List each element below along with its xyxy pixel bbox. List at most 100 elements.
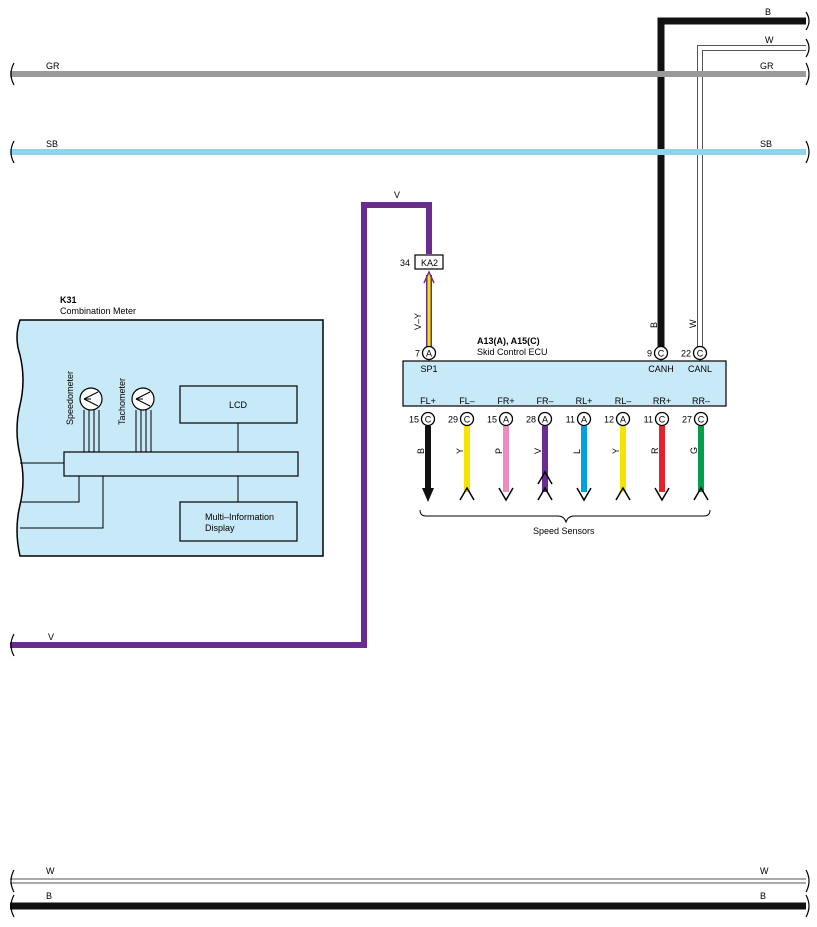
pin-connector: C xyxy=(659,415,666,425)
wire-label-v-top: V xyxy=(394,190,400,200)
pin-circle xyxy=(692,345,708,361)
sensor-wire-color-label: L xyxy=(572,449,582,454)
mid-box xyxy=(179,501,298,542)
wire-label-v-bottom: V xyxy=(48,632,54,642)
tachometer-label: Tachometer xyxy=(117,378,127,425)
wire-label-sb-left: SB xyxy=(46,139,58,149)
pin-connector: C xyxy=(425,415,432,425)
wire-w-bottom: W W xyxy=(10,866,810,893)
arrow-down-icon xyxy=(576,487,592,502)
mid-label-line2: Display xyxy=(205,523,235,533)
pin-circle xyxy=(654,411,670,427)
ecu-pin-5: RL– A 12Y xyxy=(604,396,632,501)
pin-number: 11 xyxy=(644,415,653,425)
wire-label-sb-right: SB xyxy=(760,139,772,149)
pin-connector: A xyxy=(620,415,626,425)
pin-connector: A xyxy=(581,415,587,425)
pin-number: 15 xyxy=(409,415,419,425)
pin-circle xyxy=(421,345,437,361)
meter-name: Combination Meter xyxy=(60,306,136,316)
speedometer-label: Speedometer xyxy=(65,371,75,425)
pin-number: 12 xyxy=(604,415,614,425)
arrow-down-icon xyxy=(498,487,514,502)
pin-number: 22 xyxy=(681,349,691,359)
combination-meter: K31 Combination Meter Speedometer Tachom… xyxy=(16,295,324,557)
sensor-wire-color-label: Y xyxy=(611,448,621,454)
pin-connector: C xyxy=(697,349,704,359)
ecu-pin-3: FR– A 28V xyxy=(526,396,554,501)
connector-ka2-pin: 34 xyxy=(400,258,410,268)
sensor-wire-color-label: Y xyxy=(455,448,465,454)
pin-number: 15 xyxy=(487,415,497,425)
pin-connector: A xyxy=(426,349,432,359)
sensor-wire-color-label: B xyxy=(416,448,426,454)
wire-label-b-bottom-left: B xyxy=(46,891,52,901)
pin-number: 11 xyxy=(566,415,575,425)
meter-housing xyxy=(16,319,324,557)
wire-label-canh-color: B xyxy=(649,322,659,328)
arrow-down-icon xyxy=(422,488,434,502)
ecu-box xyxy=(402,360,727,407)
wire-label-gr-right: GR xyxy=(760,61,774,71)
pin-label: RR– xyxy=(692,396,710,406)
pin-label: FR+ xyxy=(497,396,514,406)
wire-label-w-bottom-right: W xyxy=(760,866,769,876)
pin-circle xyxy=(693,411,709,427)
sensor-wire-color-label: R xyxy=(650,447,660,454)
pin-label: FR– xyxy=(536,396,553,406)
pin-label: RL– xyxy=(615,396,632,406)
wire-w-canl: W xyxy=(697,35,810,347)
ecu-pin-2: FR+ A 15P xyxy=(487,396,515,502)
pin-connector: A xyxy=(503,415,509,425)
connector-ka2: KA2 34 xyxy=(400,254,444,270)
sensor-wire-color-label: P xyxy=(494,448,504,454)
pin-circle xyxy=(653,345,669,361)
wire-label-vy: V–Y xyxy=(413,313,423,330)
pin-number: 29 xyxy=(448,415,458,425)
pin-number: 9 xyxy=(647,349,652,359)
pin-connector: C xyxy=(698,415,705,425)
wire-label-canl-color: W xyxy=(688,319,698,328)
ecu-id: A13(A), A15(C) xyxy=(477,336,540,346)
wire-label-b-top: B xyxy=(765,7,771,17)
pin-circle xyxy=(537,411,553,427)
wire-v: V V xyxy=(10,190,432,657)
mid-label-line1: Multi–Information xyxy=(205,512,274,522)
pin-connector: C xyxy=(658,349,665,359)
pin-circle xyxy=(615,411,631,427)
arrow-up-icon xyxy=(693,486,709,501)
pin-circle xyxy=(576,411,592,427)
speed-sensors-label: Speed Sensors xyxy=(533,526,595,536)
meter-bus xyxy=(63,451,299,477)
ecu-name: Skid Control ECU xyxy=(477,347,548,357)
pin-connector: A xyxy=(542,415,548,425)
pin-label: SP1 xyxy=(420,364,437,374)
wire-label-w-bottom-left: W xyxy=(46,866,55,876)
speed-sensors-brace xyxy=(419,509,711,524)
wire-label-b-bottom-right: B xyxy=(760,891,766,901)
pin-connector: C xyxy=(464,415,471,425)
wire-label-gr-left: GR xyxy=(46,61,60,71)
sensor-wire-color-label: V xyxy=(533,448,543,454)
pin-label: CANL xyxy=(688,364,712,374)
pin-label: CANH xyxy=(648,364,674,374)
pin-number: 28 xyxy=(526,415,536,425)
connector-ka2-name: KA2 xyxy=(421,258,438,268)
arrow-up-icon xyxy=(537,470,553,485)
arrow-down-icon xyxy=(654,487,670,502)
wire-vy: V–Y xyxy=(413,270,435,347)
pin-circle xyxy=(459,411,475,427)
wire-b-canh: B xyxy=(657,7,810,347)
wire-label-w-top: W xyxy=(765,35,774,45)
sensor-wire-color-label: G xyxy=(689,447,699,454)
arrow-up-icon xyxy=(615,486,631,501)
pin-number: 7 xyxy=(415,349,420,359)
